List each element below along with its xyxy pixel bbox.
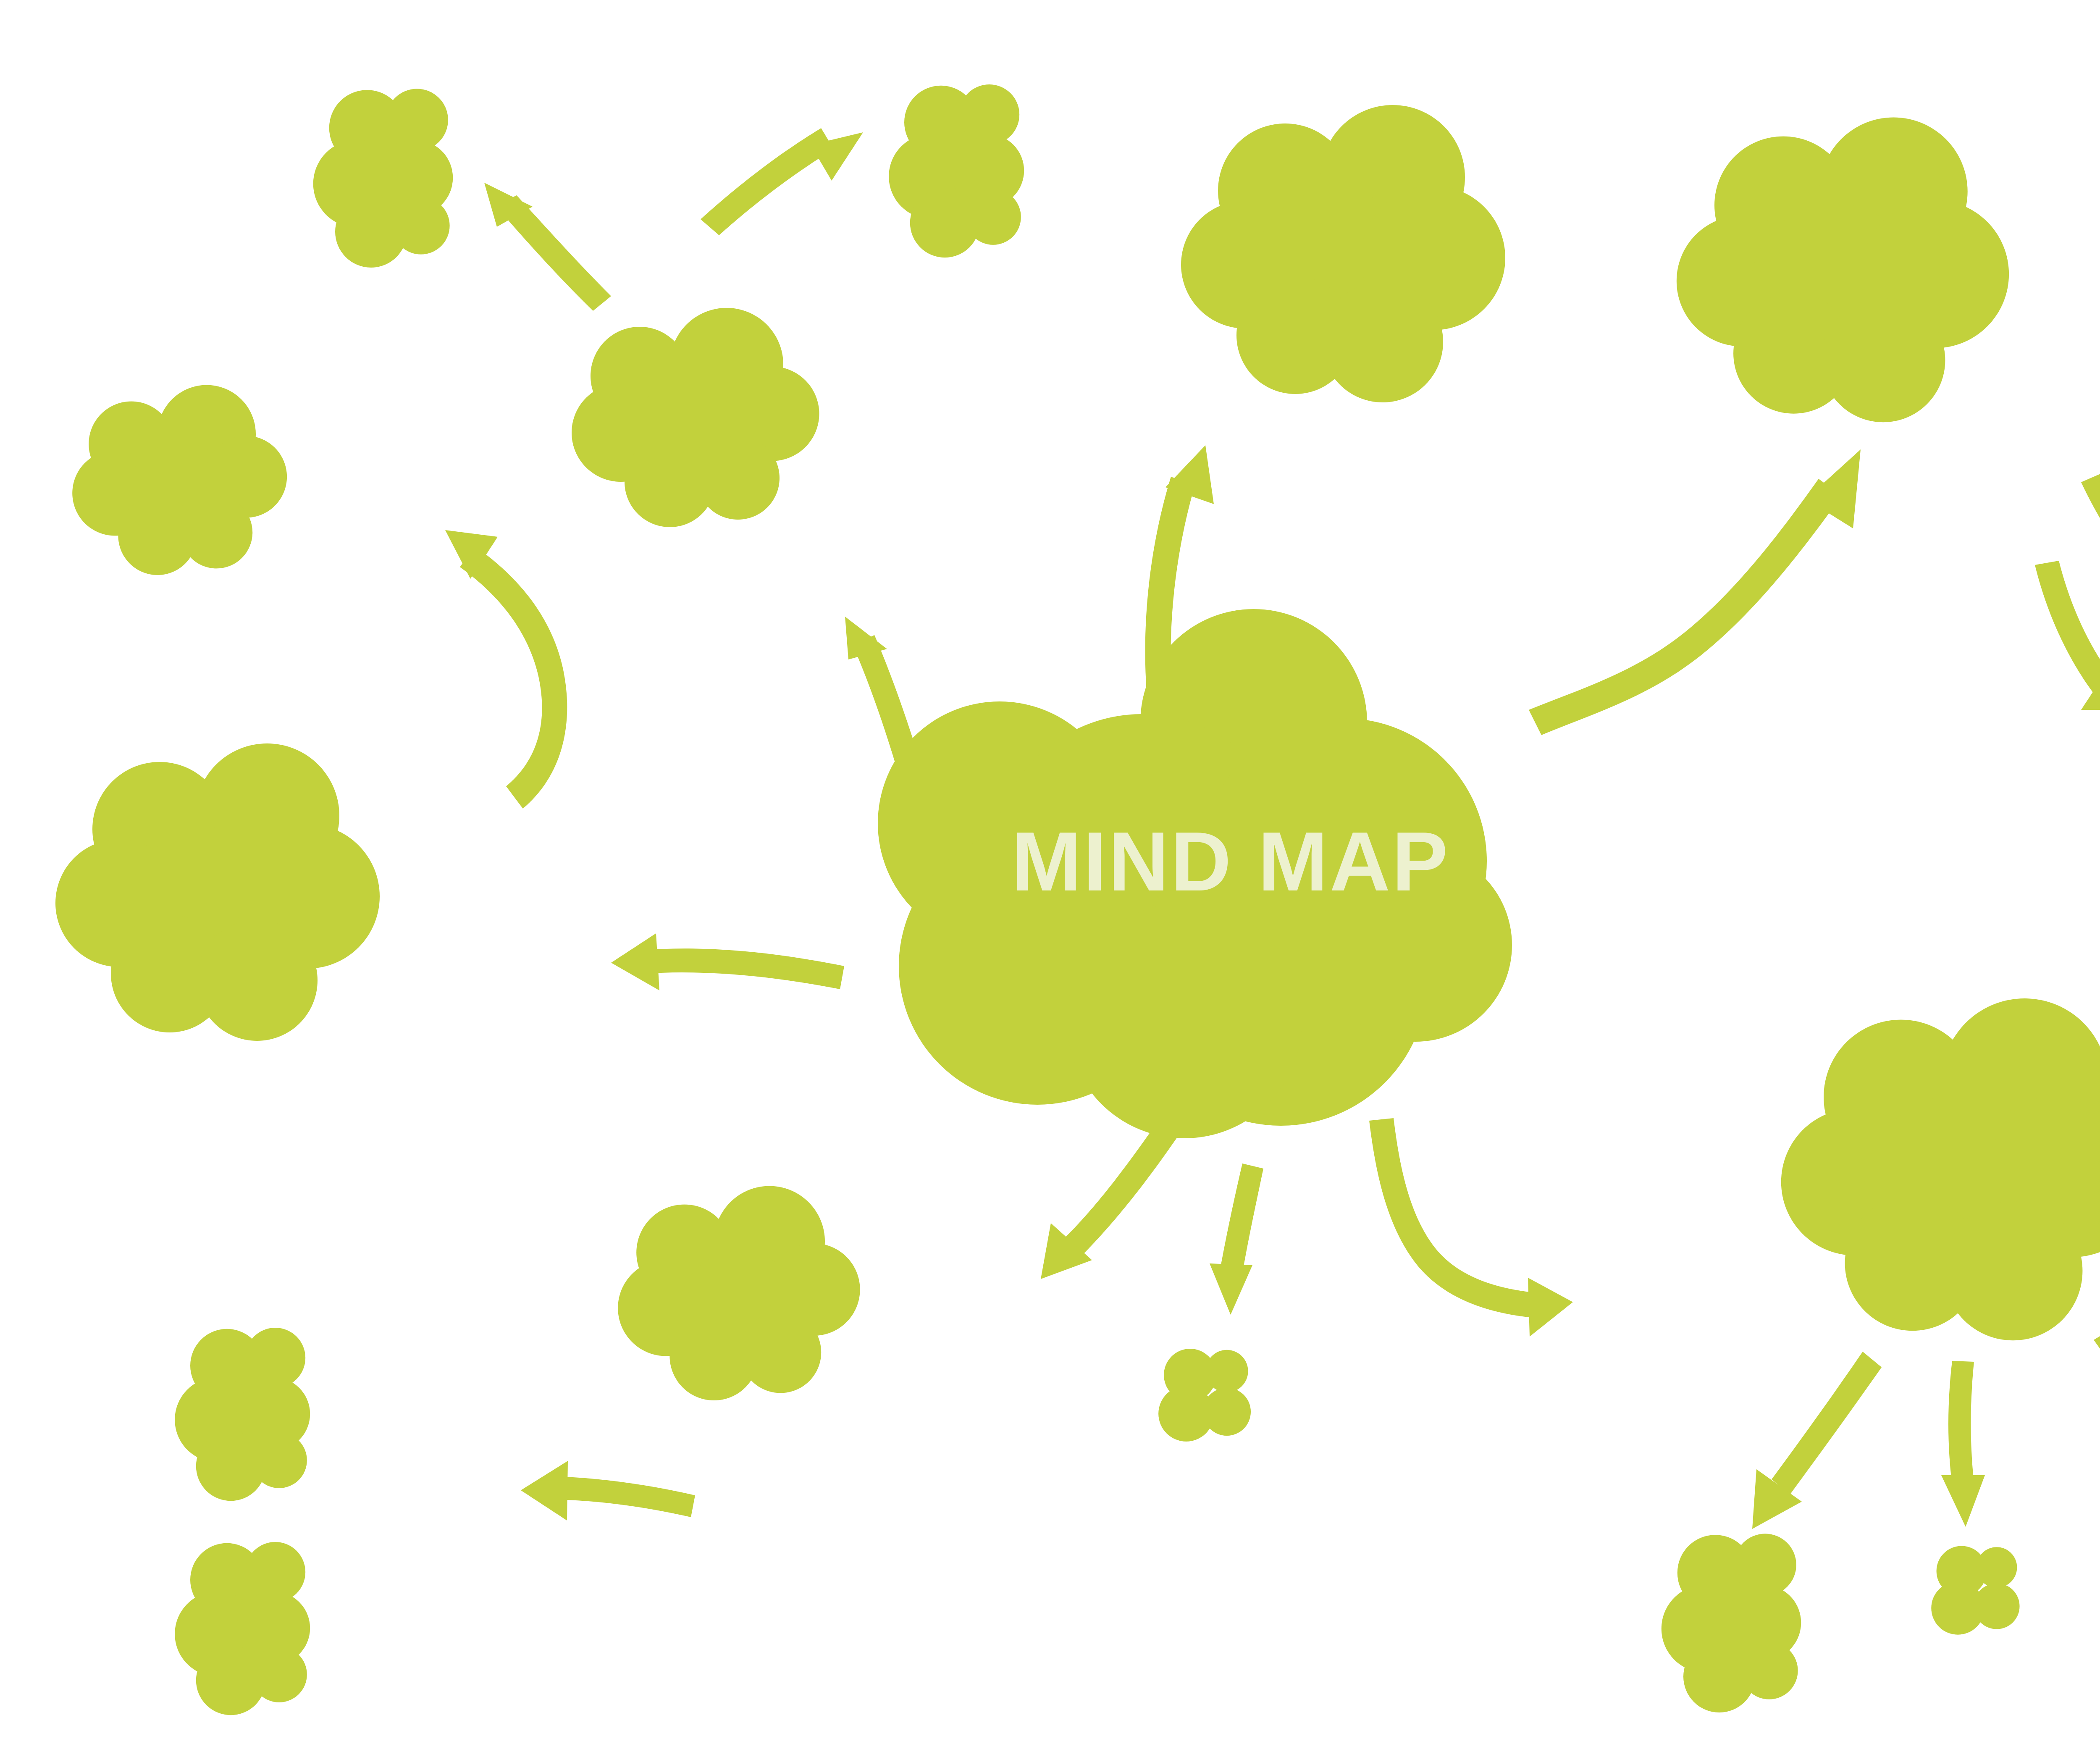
node-cloud[interactable] (1661, 1534, 1801, 1712)
connector-arrow (1369, 1118, 1573, 1337)
connector-arrow (1210, 1163, 1263, 1315)
connector-arrow (1752, 1352, 1882, 1529)
node-cloud[interactable] (572, 308, 819, 527)
connector-arrow (845, 617, 918, 761)
node-cloud[interactable] (1676, 117, 2009, 423)
connector-arrow (1145, 445, 1214, 692)
connector-arrow (445, 530, 567, 809)
node-cloud[interactable] (1931, 1546, 2020, 1635)
connector-arrow (1941, 1361, 1985, 1527)
node-cloud[interactable] (889, 84, 1024, 258)
node-cloud[interactable] (72, 385, 287, 575)
connector-arrow (2035, 561, 2100, 710)
connector-arrow (611, 933, 844, 990)
connector-arrow (2094, 1336, 2100, 1349)
connector-arrow (521, 1461, 695, 1521)
node-cloud[interactable] (175, 1542, 310, 1715)
node-cloud[interactable] (618, 1186, 860, 1400)
node-cloud[interactable] (1181, 105, 1505, 402)
connector-arrow (1041, 1116, 1182, 1279)
node-cloud[interactable] (1781, 998, 2100, 1341)
center-node[interactable] (878, 609, 1512, 1138)
connector-arrow (701, 128, 863, 235)
node-layer (55, 84, 2100, 1715)
node-cloud[interactable] (1158, 1349, 1251, 1442)
node-cloud[interactable] (55, 743, 380, 1041)
node-cloud[interactable] (175, 1328, 310, 1501)
node-cloud[interactable] (313, 89, 453, 268)
center-node-label: MIND MAP (1011, 815, 1449, 909)
connector-arrow (1529, 449, 1861, 735)
connector-arrow (2081, 474, 2100, 518)
connector-layer (445, 128, 2100, 1529)
connector-arrow (484, 183, 611, 311)
